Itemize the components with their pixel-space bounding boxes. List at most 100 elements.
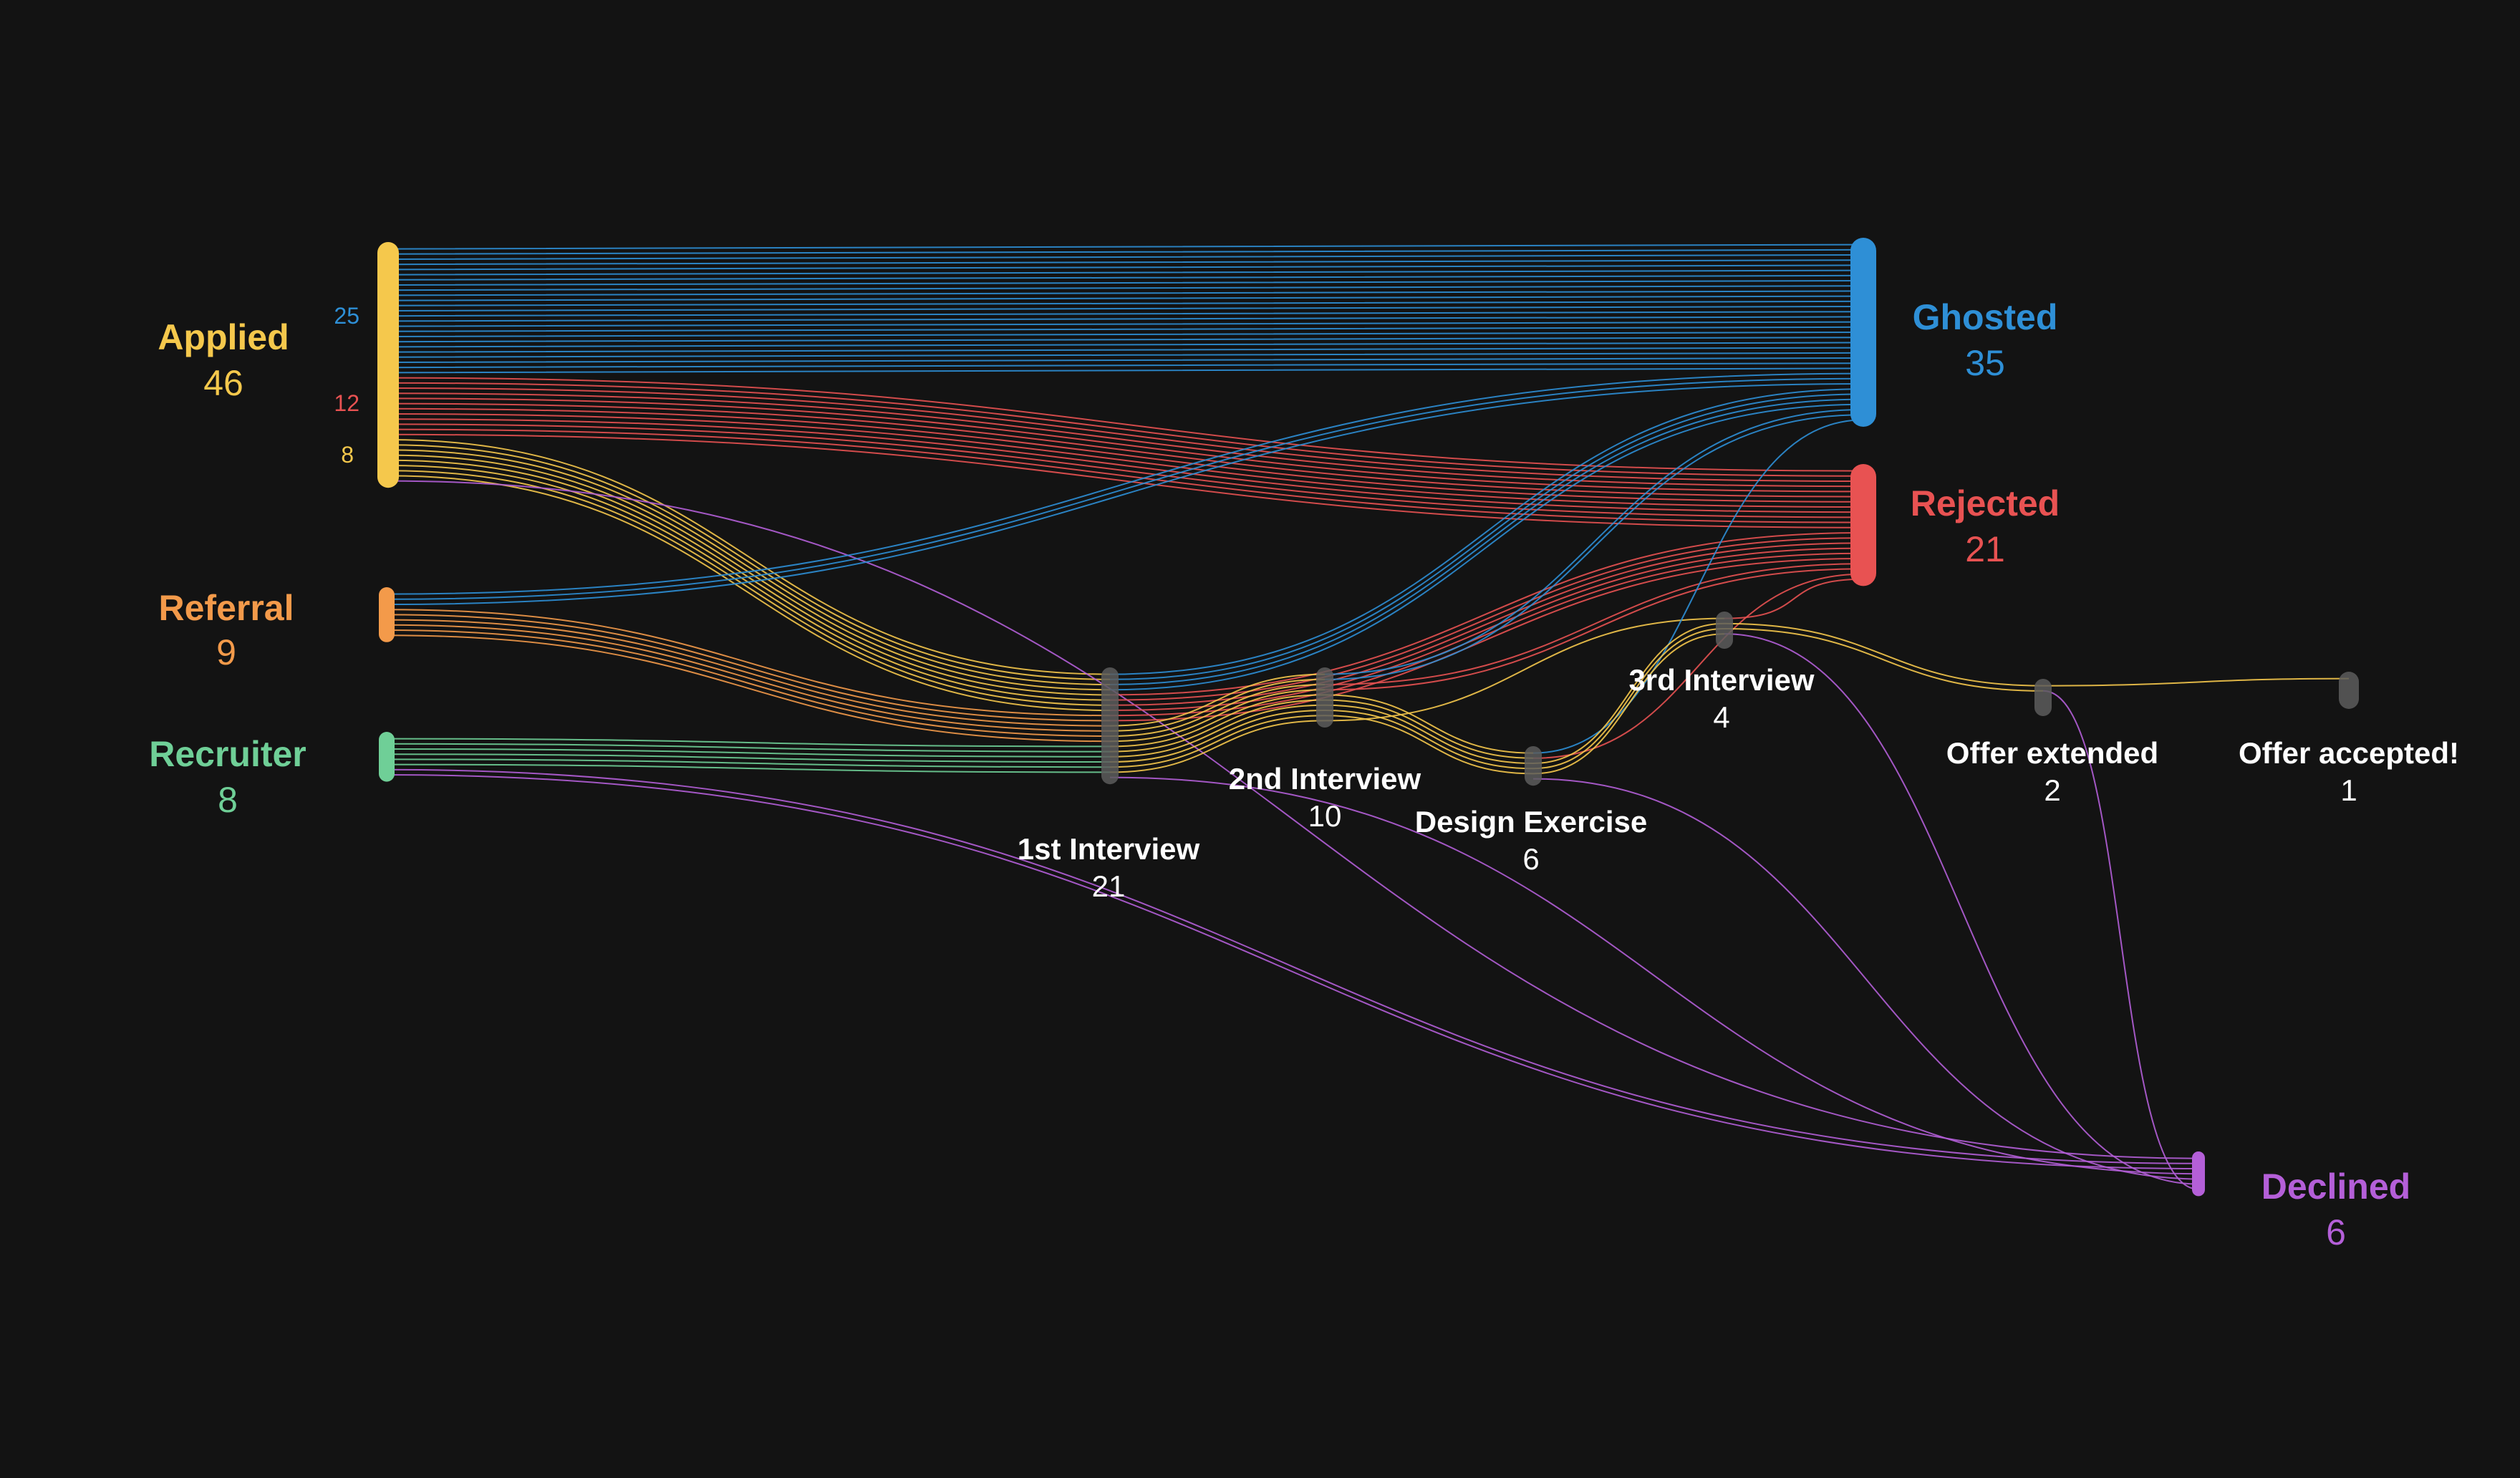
flow-referral-to-interview1-2 [386,619,1111,727]
recruiter-count: 8 [218,780,238,820]
rejected-count: 21 [1965,529,2005,569]
flow-interview2-to-design-1 [1324,699,1534,759]
node-interview2-bar[interactable] [1316,667,1333,728]
interview2-label: 2nd Interview [1229,762,1421,796]
interview1-label: 1st Interview [1018,832,1200,866]
flow-applied-to-declined-0 [387,480,2199,1159]
flow-referral-to-ghosted-2 [386,383,1864,605]
flow-recruiter-to-declined-0 [386,768,2199,1164]
flow-applied-to-interview1-5 [387,465,1111,701]
flow-applied-to-ghosted-14 [387,316,1864,322]
node-interview3-bar[interactable] [1716,612,1733,649]
ghosted-count: 35 [1965,343,2005,383]
flow-interview1-to-interview2-0 [1109,673,1326,727]
flow-referral-to-interview1-5 [386,634,1111,743]
node-interview1-bar[interactable] [1101,667,1119,785]
node-rejected-bar[interactable] [1850,464,1876,586]
offer-accepted-label: Offer accepted! [2239,736,2459,770]
offer-extended-count: 2 [2044,773,2060,807]
flow-applied-to-ghosted-21 [387,352,1864,358]
flow-applied-to-ghosted-18 [387,337,1864,343]
node-ghosted-bar[interactable] [1850,238,1876,427]
flow-applied-to-ghosted-16 [387,326,1864,332]
flow-applied-to-interview1-0 [387,439,1111,675]
flow-interview1-to-rejected-2 [1109,542,1864,706]
flow-interview2-to-rejected-0 [1324,563,1864,685]
flow-interview1-to-ghosted-1 [1109,393,1864,680]
flow-interview3-to-offer_extended-1 [1724,628,2044,692]
flow-applied-to-interview1-7 [387,475,1111,711]
flow-interview1-to-interview2-4 [1109,694,1326,748]
referral-label: Referral [159,588,294,628]
flow-applied-to-ghosted-20 [387,347,1864,353]
flow-interview1-to-interview2-1 [1109,678,1326,732]
flow-interview1-to-rejected-4 [1109,552,1864,717]
flow-recruiter-to-interview1-0 [386,738,1111,748]
flow-interview1-to-interview2-5 [1109,699,1326,753]
flow-referral-to-interview1-0 [386,609,1111,717]
applied-ghosted-count: 25 [334,303,359,329]
applied-interview-count: 8 [341,442,354,468]
flow-applied-to-rejected-5 [387,402,1864,498]
flow-interview2-to-interview3-0 [1324,617,1725,722]
flow-applied-to-ghosted-23 [387,362,1864,369]
node-referral-bar[interactable] [379,587,395,642]
flow-applied-to-rejected-11 [387,433,1864,528]
flow-interview1-to-interview2-2 [1109,684,1326,737]
flow-interview1-to-ghosted-0 [1109,388,1864,675]
node-offer_accepted-bar[interactable] [2339,672,2359,709]
flow-applied-to-interview1-3 [387,454,1111,691]
flow-applied-to-ghosted-9 [387,290,1864,296]
flow-applied-to-rejected-9 [387,423,1864,518]
recruiter-label: Recruiter [149,734,306,774]
flow-offer_extended-to-declined-0 [2042,690,2199,1190]
flow-interview3-to-rejected-0 [1724,578,1864,619]
flow-lines [386,243,2350,1190]
flow-applied-to-ghosted-12 [387,306,1864,311]
design-count: 6 [1522,842,1539,876]
interview2-count: 10 [1308,799,1342,833]
flow-interview2-to-rejected-1 [1324,568,1864,691]
node-recruiter-bar[interactable] [379,732,395,782]
design-label: Design Exercise [1415,805,1648,839]
flow-applied-to-rejected-10 [387,428,1864,523]
flow-interview1-to-declined-0 [1109,776,2199,1175]
offer-accepted-count: 1 [2340,773,2357,807]
flow-applied-to-interview1-4 [387,459,1111,696]
flow-recruiter-to-interview1-5 [386,763,1111,773]
flow-applied-to-rejected-0 [387,377,1864,472]
flow-applied-to-ghosted-19 [387,342,1864,348]
flow-interview1-to-ghosted-3 [1109,403,1864,691]
flow-applied-to-ghosted-2 [387,254,1864,260]
flow-applied-to-rejected-6 [387,407,1864,503]
flow-interview1-to-rejected-3 [1109,547,1864,711]
node-declined-bar[interactable] [2192,1151,2205,1197]
referral-count: 9 [216,632,236,672]
applied-count: 46 [203,363,243,403]
flow-interview1-to-interview2-3 [1109,689,1326,743]
flow-interview2-to-design-3 [1324,710,1534,770]
flow-recruiter-to-interview1-3 [386,753,1111,763]
node-offer_extended-bar[interactable] [2034,679,2052,716]
flow-applied-to-interview1-6 [387,470,1111,706]
flow-interview1-to-interview2-8 [1109,715,1326,768]
flow-offer_extended-to-offer_accepted-0 [2042,677,2350,687]
flow-interview2-to-design-2 [1324,704,1534,764]
flow-referral-to-interview1-1 [386,614,1111,722]
flow-design-to-ghosted-0 [1532,419,1864,754]
flow-applied-to-ghosted-1 [387,248,1864,255]
flow-referral-to-ghosted-0 [386,372,1864,595]
flow-interview1-to-interview2-6 [1109,704,1326,758]
flow-referral-to-interview1-3 [386,624,1111,732]
flow-recruiter-to-declined-1 [386,774,2199,1169]
ghosted-label: Ghosted [1913,297,2058,337]
node-applied-bar[interactable] [377,242,399,488]
node-design-bar[interactable] [1525,746,1542,786]
flow-referral-to-ghosted-1 [386,377,1864,600]
flow-applied-to-ghosted-5 [387,269,1864,276]
flow-applied-to-ghosted-0 [387,243,1864,250]
flow-applied-to-ghosted-3 [387,259,1864,266]
declined-count: 6 [2326,1212,2346,1252]
flow-recruiter-to-interview1-2 [386,748,1111,758]
